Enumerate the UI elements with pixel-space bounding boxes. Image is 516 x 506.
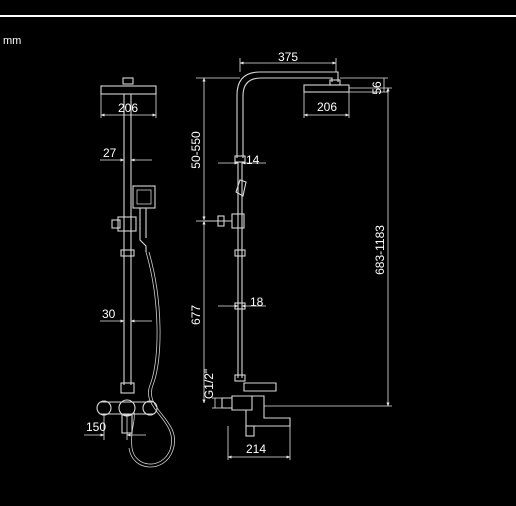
side-head-connector: [329, 79, 341, 86]
front-hand-shower-inner: [136, 189, 152, 205]
side-view: 375 56 206 50-550 14 18 677 683-1183: [189, 50, 392, 460]
front-rail-dim-label: 30: [102, 307, 116, 321]
side-lower-height-label: 677: [189, 305, 203, 325]
side-arm-inner: [242, 77, 333, 158]
front-shower-head: [100, 85, 157, 95]
front-slide-knob: [111, 219, 121, 229]
side-pipe-lower-label: 18: [250, 295, 264, 309]
front-rail-clip: [120, 249, 135, 257]
side-head-dim-label: 206: [317, 100, 337, 114]
side-slide-range-label: 50-550: [189, 131, 203, 169]
side-rail-clip-1: [234, 249, 246, 257]
front-diverter: [120, 382, 135, 394]
front-hand-shower-handle: [139, 208, 147, 252]
side-wall-connector: [221, 397, 232, 409]
front-mixer-body: [100, 401, 154, 415]
front-hose-outer: [128, 251, 175, 468]
front-head-cap: [122, 77, 134, 85]
side-mixer-handle: [243, 382, 277, 392]
front-arm-dim-label: 27: [103, 146, 117, 160]
side-outlet: [245, 425, 255, 437]
front-hose: [131, 251, 172, 465]
side-pipe-upper-label: 14: [246, 153, 260, 167]
side-arm-outer: [236, 71, 339, 158]
front-mixer-right-knob: [142, 400, 158, 416]
side-slide-knob: [217, 215, 225, 227]
side-mixer-body: [231, 395, 253, 411]
front-head-dim-label: 206: [118, 101, 138, 115]
side-spout: [245, 395, 291, 427]
front-view: 206 27 30 150: [84, 77, 175, 468]
side-spout-dim-label: 214: [246, 442, 266, 456]
side-height-range-label: 683-1183: [373, 225, 387, 275]
side-thread-label: G1/2": [202, 369, 216, 399]
side-upper-joint: [234, 155, 246, 163]
side-rail-clip-3: [234, 374, 246, 382]
side-reach-dim-label: 375: [278, 50, 298, 64]
front-mixer-left-knob: [96, 400, 112, 416]
front-hand-shower-head: [132, 185, 156, 209]
side-hand-holder: [235, 179, 247, 197]
side-shower-head: [303, 84, 350, 93]
unit-label: mm: [3, 35, 21, 47]
front-slide-bracket: [117, 216, 137, 232]
front-mixer-dim-label: 150: [86, 420, 106, 434]
